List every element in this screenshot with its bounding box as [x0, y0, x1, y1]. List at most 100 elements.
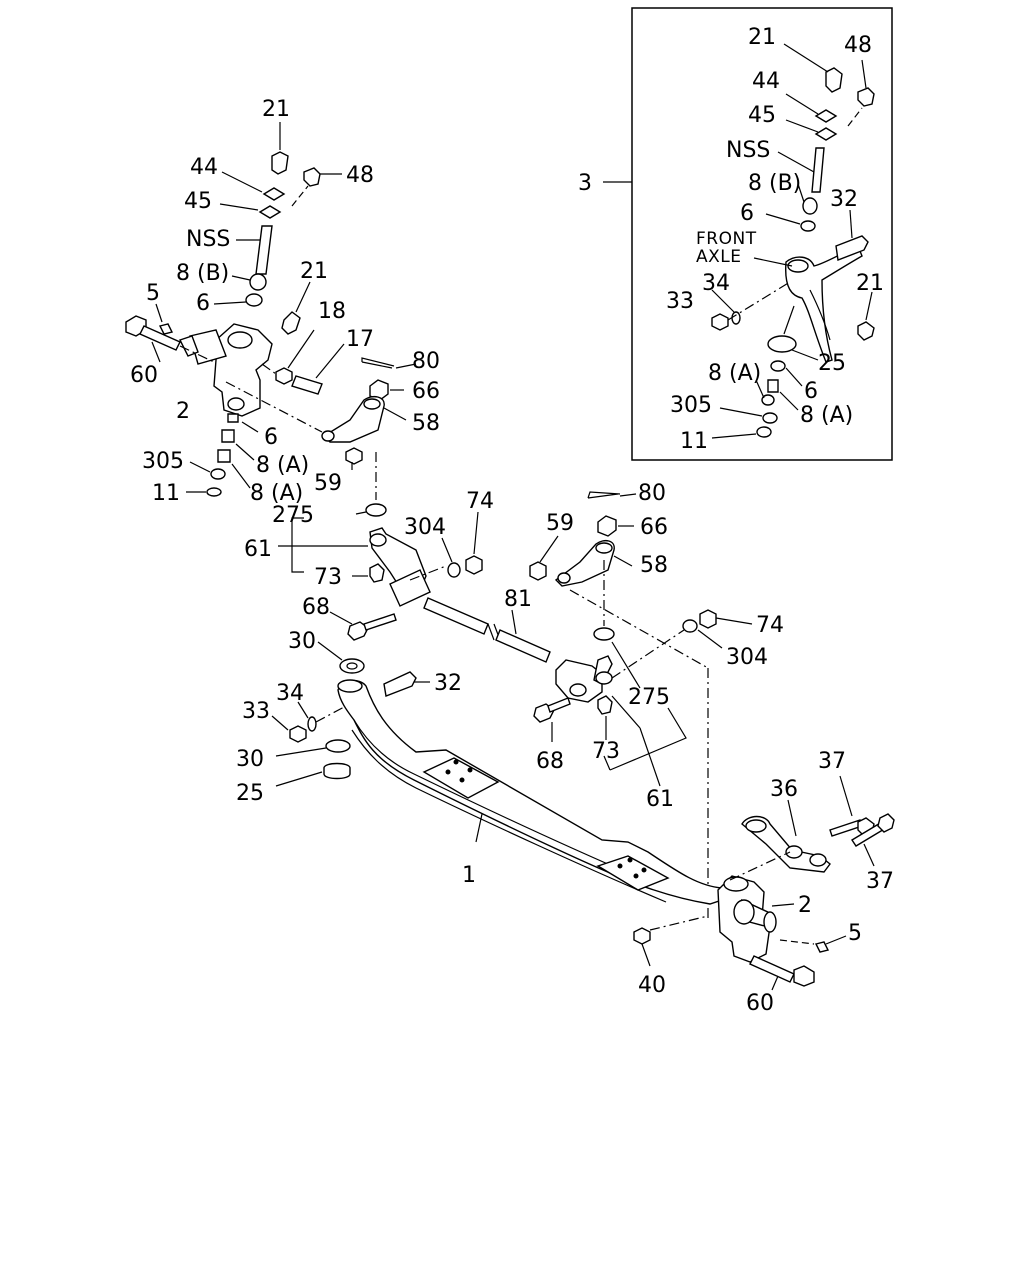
l-58-b: 58 — [640, 553, 668, 578]
l-8a-b: 8 (A) — [250, 481, 303, 506]
l-45-a: 45 — [184, 189, 212, 214]
i-44: 44 — [752, 69, 780, 94]
i-nss: NSS — [726, 138, 770, 163]
l-66-b: 66 — [640, 515, 668, 540]
l-18: 18 — [318, 299, 346, 324]
tie-rod-assembly: 275 61 73 304 74 80 59 66 58 68 81 74 30… — [244, 452, 784, 920]
l-30-b: 30 — [236, 747, 264, 772]
l-25-a: 25 — [236, 781, 264, 806]
i-8b: 8 (B) — [748, 171, 801, 196]
cotter-pin-80b — [587, 491, 621, 499]
nut-74 — [465, 555, 483, 575]
i-33: 33 — [666, 289, 694, 314]
bushing-8b — [249, 273, 267, 291]
i-11: 11 — [680, 429, 708, 454]
cotter-pin-80 — [361, 357, 395, 369]
inset-thrust-25 — [767, 335, 797, 353]
l-5-b: 5 — [848, 921, 862, 946]
inset-label: 3 — [578, 171, 592, 196]
inset-o-ring-305 — [762, 412, 778, 424]
inset-frame — [631, 7, 893, 461]
bushing-8a-b — [217, 449, 231, 463]
l-40: 40 — [638, 973, 666, 998]
shim-30b — [325, 739, 351, 753]
washer-304b — [682, 619, 698, 633]
inset-bushing-8a — [767, 379, 779, 393]
l-6-a: 6 — [196, 291, 210, 316]
i-6-a: 6 — [740, 201, 754, 226]
inset-knuckle — [785, 245, 863, 363]
seal-6b — [227, 413, 239, 423]
i-48: 48 — [844, 33, 872, 58]
l-68-a: 68 — [302, 595, 330, 620]
nut-40 — [633, 927, 651, 945]
l-81: 81 — [504, 587, 532, 612]
seal-6 — [245, 293, 263, 307]
l-74-b: 74 — [756, 613, 784, 638]
nut-18 — [275, 367, 293, 385]
bolt-37 — [829, 819, 863, 837]
i-305: 305 — [670, 393, 712, 418]
kingpin — [255, 225, 273, 275]
steering-knuckle-left — [213, 323, 273, 417]
l-5-a: 5 — [146, 281, 160, 306]
l-33-a: 33 — [242, 699, 270, 724]
l-66-a: 66 — [412, 379, 440, 404]
inset-washer-34 — [731, 311, 741, 325]
inset-shim-44 — [814, 109, 838, 123]
grease-nipple-21 — [271, 151, 289, 175]
spring-pad-right — [596, 855, 670, 891]
shim-30 — [339, 658, 365, 674]
nut-66b — [597, 515, 617, 537]
l-59-b: 59 — [546, 511, 574, 536]
pin-32 — [383, 671, 417, 697]
l-74-a: 74 — [466, 489, 494, 514]
l-37-b: 37 — [866, 869, 894, 894]
washer-34 — [307, 716, 317, 732]
l-58-a: 58 — [412, 411, 440, 436]
inset-shim-45 — [814, 127, 838, 141]
l-44-a: 44 — [190, 155, 218, 180]
l-275-b: 275 — [628, 685, 670, 710]
plug-5b — [814, 941, 830, 953]
washer-304 — [447, 562, 461, 578]
left-knuckle-assembly: 21 44 48 45 NSS 8 (B) 21 5 6 18 17 60 80… — [125, 97, 440, 506]
inset-grease-nipple — [825, 67, 843, 93]
nut-59b — [529, 561, 547, 581]
l-nss-a: NSS — [186, 227, 230, 252]
bolt-60b — [749, 955, 795, 983]
l-305-a: 305 — [142, 449, 184, 474]
l-73-b: 73 — [592, 739, 620, 764]
i-25: 25 — [818, 351, 846, 376]
l-80-b: 80 — [638, 481, 666, 506]
i-8a-b: 8 (A) — [800, 403, 853, 428]
tie-rod-end-right — [555, 659, 603, 703]
dust-cover-275 — [365, 503, 387, 517]
plug-5 — [158, 323, 174, 335]
i-21-b: 21 — [856, 271, 884, 296]
stud-17 — [291, 375, 323, 395]
l-2-a: 2 — [176, 399, 190, 424]
inset-kingpin — [811, 147, 825, 193]
nut-74b — [699, 609, 717, 629]
inset-grease-nipple-2 — [857, 321, 875, 341]
inset-seal-6 — [800, 220, 816, 232]
i-8a-a: 8 (A) — [708, 361, 761, 386]
l-61-a: 61 — [244, 537, 272, 562]
kingpin-inset: 3 — [578, 7, 893, 461]
front-axle-note-1: FRONT — [696, 229, 757, 249]
l-304-b: 304 — [726, 645, 768, 670]
i-21-a: 21 — [748, 25, 776, 50]
grease-nipple-73 — [369, 563, 385, 583]
l-60-b: 60 — [746, 991, 774, 1016]
tie-rod-tube — [423, 597, 489, 635]
inset-bolt-48 — [857, 87, 875, 107]
l-68-b: 68 — [536, 749, 564, 774]
l-37-a: 37 — [818, 749, 846, 774]
i-34: 34 — [702, 271, 730, 296]
i-32: 32 — [830, 187, 858, 212]
front-axle-note-2: AXLE — [696, 247, 742, 267]
l-1: 1 — [462, 863, 476, 888]
shim-45 — [258, 205, 282, 219]
nut-33 — [289, 725, 307, 743]
